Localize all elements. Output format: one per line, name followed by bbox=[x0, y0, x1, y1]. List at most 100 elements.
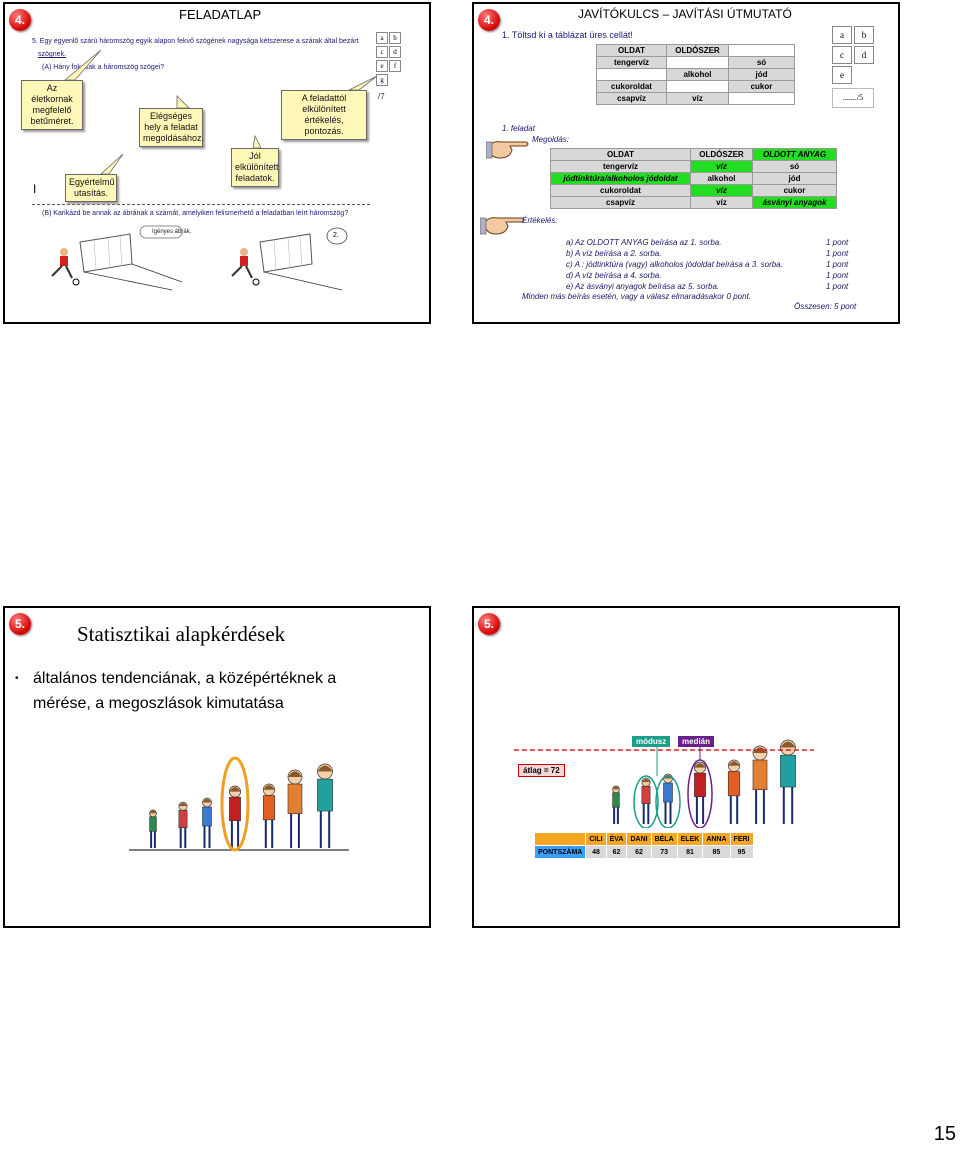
table-cell: alkohol bbox=[666, 68, 729, 81]
worksheet-line: szögnek. bbox=[38, 51, 67, 58]
slide-statisztikai-alapkerdesek: 5. Statisztikai alapkérdések • általános… bbox=[3, 606, 431, 928]
criterion-text: e) Az ásványi anyagok beírása az 5. sorb… bbox=[566, 282, 720, 291]
goal-icon bbox=[259, 233, 343, 291]
slide-number-badge: 4. bbox=[9, 9, 31, 31]
grid-cell: f bbox=[389, 60, 401, 72]
table-cell: 95 bbox=[729, 845, 754, 859]
table-cell bbox=[728, 44, 795, 57]
table-cell: víz bbox=[690, 184, 753, 197]
table-row: csapvíz víz bbox=[596, 92, 795, 105]
table-cell bbox=[728, 92, 795, 105]
pointing-hand-icon bbox=[480, 217, 525, 235]
table-cell: OLDAT bbox=[596, 44, 667, 57]
table-row: OLDAT OLDÓSZER bbox=[596, 44, 795, 57]
table-cell: CILI bbox=[585, 832, 607, 846]
callout-clear-instruction: Egyértelmű utasítás. bbox=[65, 174, 117, 202]
table-cell: víz bbox=[690, 196, 753, 209]
table-cell: ANNA bbox=[702, 832, 731, 846]
grid-score: /7 bbox=[378, 92, 385, 101]
blank-table: OLDAT OLDÓSZER tengervíz só alkohol jód … bbox=[596, 44, 795, 105]
grid-cell: g bbox=[376, 74, 388, 86]
bullet-icon: • bbox=[15, 673, 19, 684]
side-mark: I bbox=[33, 182, 37, 196]
worksheet-line: (A) Hány fokosak a háromszög szögei? bbox=[42, 64, 165, 71]
bullet-line: általános tendenciának, a középértéknek … bbox=[33, 670, 337, 687]
table-row: PONTSZÁMA 48 62 62 73 81 85 95 bbox=[533, 845, 754, 859]
figure-number: 2. bbox=[333, 232, 339, 239]
grid-cell: e bbox=[376, 60, 388, 72]
table-cell: 48 bbox=[585, 845, 607, 859]
slide-feladatlap: 4. FELADATLAP 5. Egy egyenlő szárú három… bbox=[3, 2, 431, 324]
player-icon bbox=[231, 248, 260, 286]
grid-score: ......./5 bbox=[832, 88, 874, 108]
criterion-text: a) Az OLDOTT ANYAG beírása az 1. sorba. bbox=[566, 238, 722, 247]
table-cell: só bbox=[752, 160, 837, 173]
table-cell: ELEK bbox=[676, 832, 704, 846]
worksheet: 5. Egy egyenlő szárú háromszög egyik ala… bbox=[32, 32, 401, 312]
slide-number-badge: 5. bbox=[478, 613, 500, 635]
people-illustration bbox=[129, 756, 349, 852]
slide-number-badge: 5. bbox=[9, 613, 31, 635]
task-instruction: 1. Töltsd ki a táblázat üres cellát! bbox=[502, 30, 633, 40]
table-cell: OLDAT bbox=[550, 148, 691, 161]
criterion-text: b) A víz beírása a 2. sorba. bbox=[566, 249, 662, 258]
table-row: OLDAT OLDÓSZER OLDOTT ANYAG bbox=[550, 148, 837, 161]
person-figure bbox=[262, 783, 276, 848]
highlight-ellipse bbox=[220, 756, 250, 852]
table-cell: víz bbox=[666, 92, 729, 105]
callout-font-size: Az életkornak megfelelő betűméret. bbox=[21, 80, 83, 130]
table-cell: tengervíz bbox=[550, 160, 691, 173]
worksheet-line: 5. Egy egyenlő szárú háromszög egyik ala… bbox=[32, 38, 359, 45]
table-cell: OLDÓSZER bbox=[666, 44, 729, 57]
criterion-points: 1 pont bbox=[826, 238, 849, 247]
mode-ellipse bbox=[655, 775, 681, 828]
table-row: cukoroldat víz cukor bbox=[550, 184, 837, 197]
table-cell: jód bbox=[728, 68, 795, 81]
criterion-points: 1 pont bbox=[826, 282, 849, 291]
table-row: CILI ÉVA DANI BÉLA ELEK ANNA FERI bbox=[533, 832, 754, 846]
table-cell: PONTSZÁMA bbox=[533, 845, 587, 859]
callout-pointers bbox=[63, 49, 378, 175]
mode-ellipse bbox=[633, 775, 659, 828]
table-cell bbox=[666, 80, 729, 93]
table-row: tengervíz só bbox=[596, 56, 795, 69]
person-figure bbox=[178, 801, 188, 848]
criterion-text: c) A : jódtinktúra (vagy) alkoholos jódo… bbox=[566, 260, 783, 269]
solution-label: Megoldás: bbox=[532, 135, 569, 144]
table-cell: csapvíz bbox=[550, 196, 691, 209]
evaluation-label: Értékelés: bbox=[522, 216, 558, 225]
criterion-points: 1 pont bbox=[826, 249, 849, 258]
figure-label: Igényes ábrák. bbox=[152, 229, 192, 235]
pointing-hand-icon bbox=[486, 141, 529, 159]
table-cell: tengervíz bbox=[596, 56, 667, 69]
table-cell: jódtinktúra/alkoholos jódoldat bbox=[550, 172, 691, 185]
grid-cell: c bbox=[376, 46, 388, 58]
soccer-figures-illustration bbox=[51, 225, 348, 291]
person-figure bbox=[612, 785, 620, 824]
people-illustration bbox=[514, 739, 814, 828]
person-figure bbox=[752, 745, 768, 824]
person-figure bbox=[727, 759, 741, 824]
slide-statistics-people: 5. módusz medián átlag = 72 CILI ÉVA DAN… bbox=[472, 606, 900, 928]
person-figure bbox=[229, 785, 241, 848]
score-table: CILI ÉVA DANI BÉLA ELEK ANNA FERI PONTSZ… bbox=[533, 832, 754, 859]
table-cell: BÉLA bbox=[650, 832, 678, 846]
grid-cell: a bbox=[832, 26, 852, 44]
slide-title: Statisztikai alapkérdések bbox=[77, 622, 286, 646]
table-cell: 62 bbox=[626, 845, 652, 859]
person-figure bbox=[317, 763, 333, 848]
table-row: tengervíz víz só bbox=[550, 160, 837, 173]
slide-title: JAVÍTÓKULCS – JAVÍTÁSI ÚTMUTATÓ bbox=[578, 7, 792, 21]
person-figure bbox=[641, 777, 651, 824]
goal-icon bbox=[79, 233, 183, 291]
table-row: jódtinktúra/alkoholos jódoldat alkohol j… bbox=[550, 172, 837, 185]
table-cell: ásványi anyagok bbox=[752, 196, 837, 209]
criterion-text: d) A víz beírása a 4. sorba. bbox=[566, 271, 662, 280]
grid-cell: a bbox=[376, 32, 388, 44]
callout-enough-space: Elégséges hely a feladat megoldásához. bbox=[139, 108, 204, 147]
table-cell: DANI bbox=[626, 832, 652, 846]
person-figure bbox=[149, 809, 157, 848]
grid-cell: b bbox=[854, 26, 874, 44]
table-cell: jód bbox=[752, 172, 837, 185]
table-cell: 81 bbox=[676, 845, 704, 859]
